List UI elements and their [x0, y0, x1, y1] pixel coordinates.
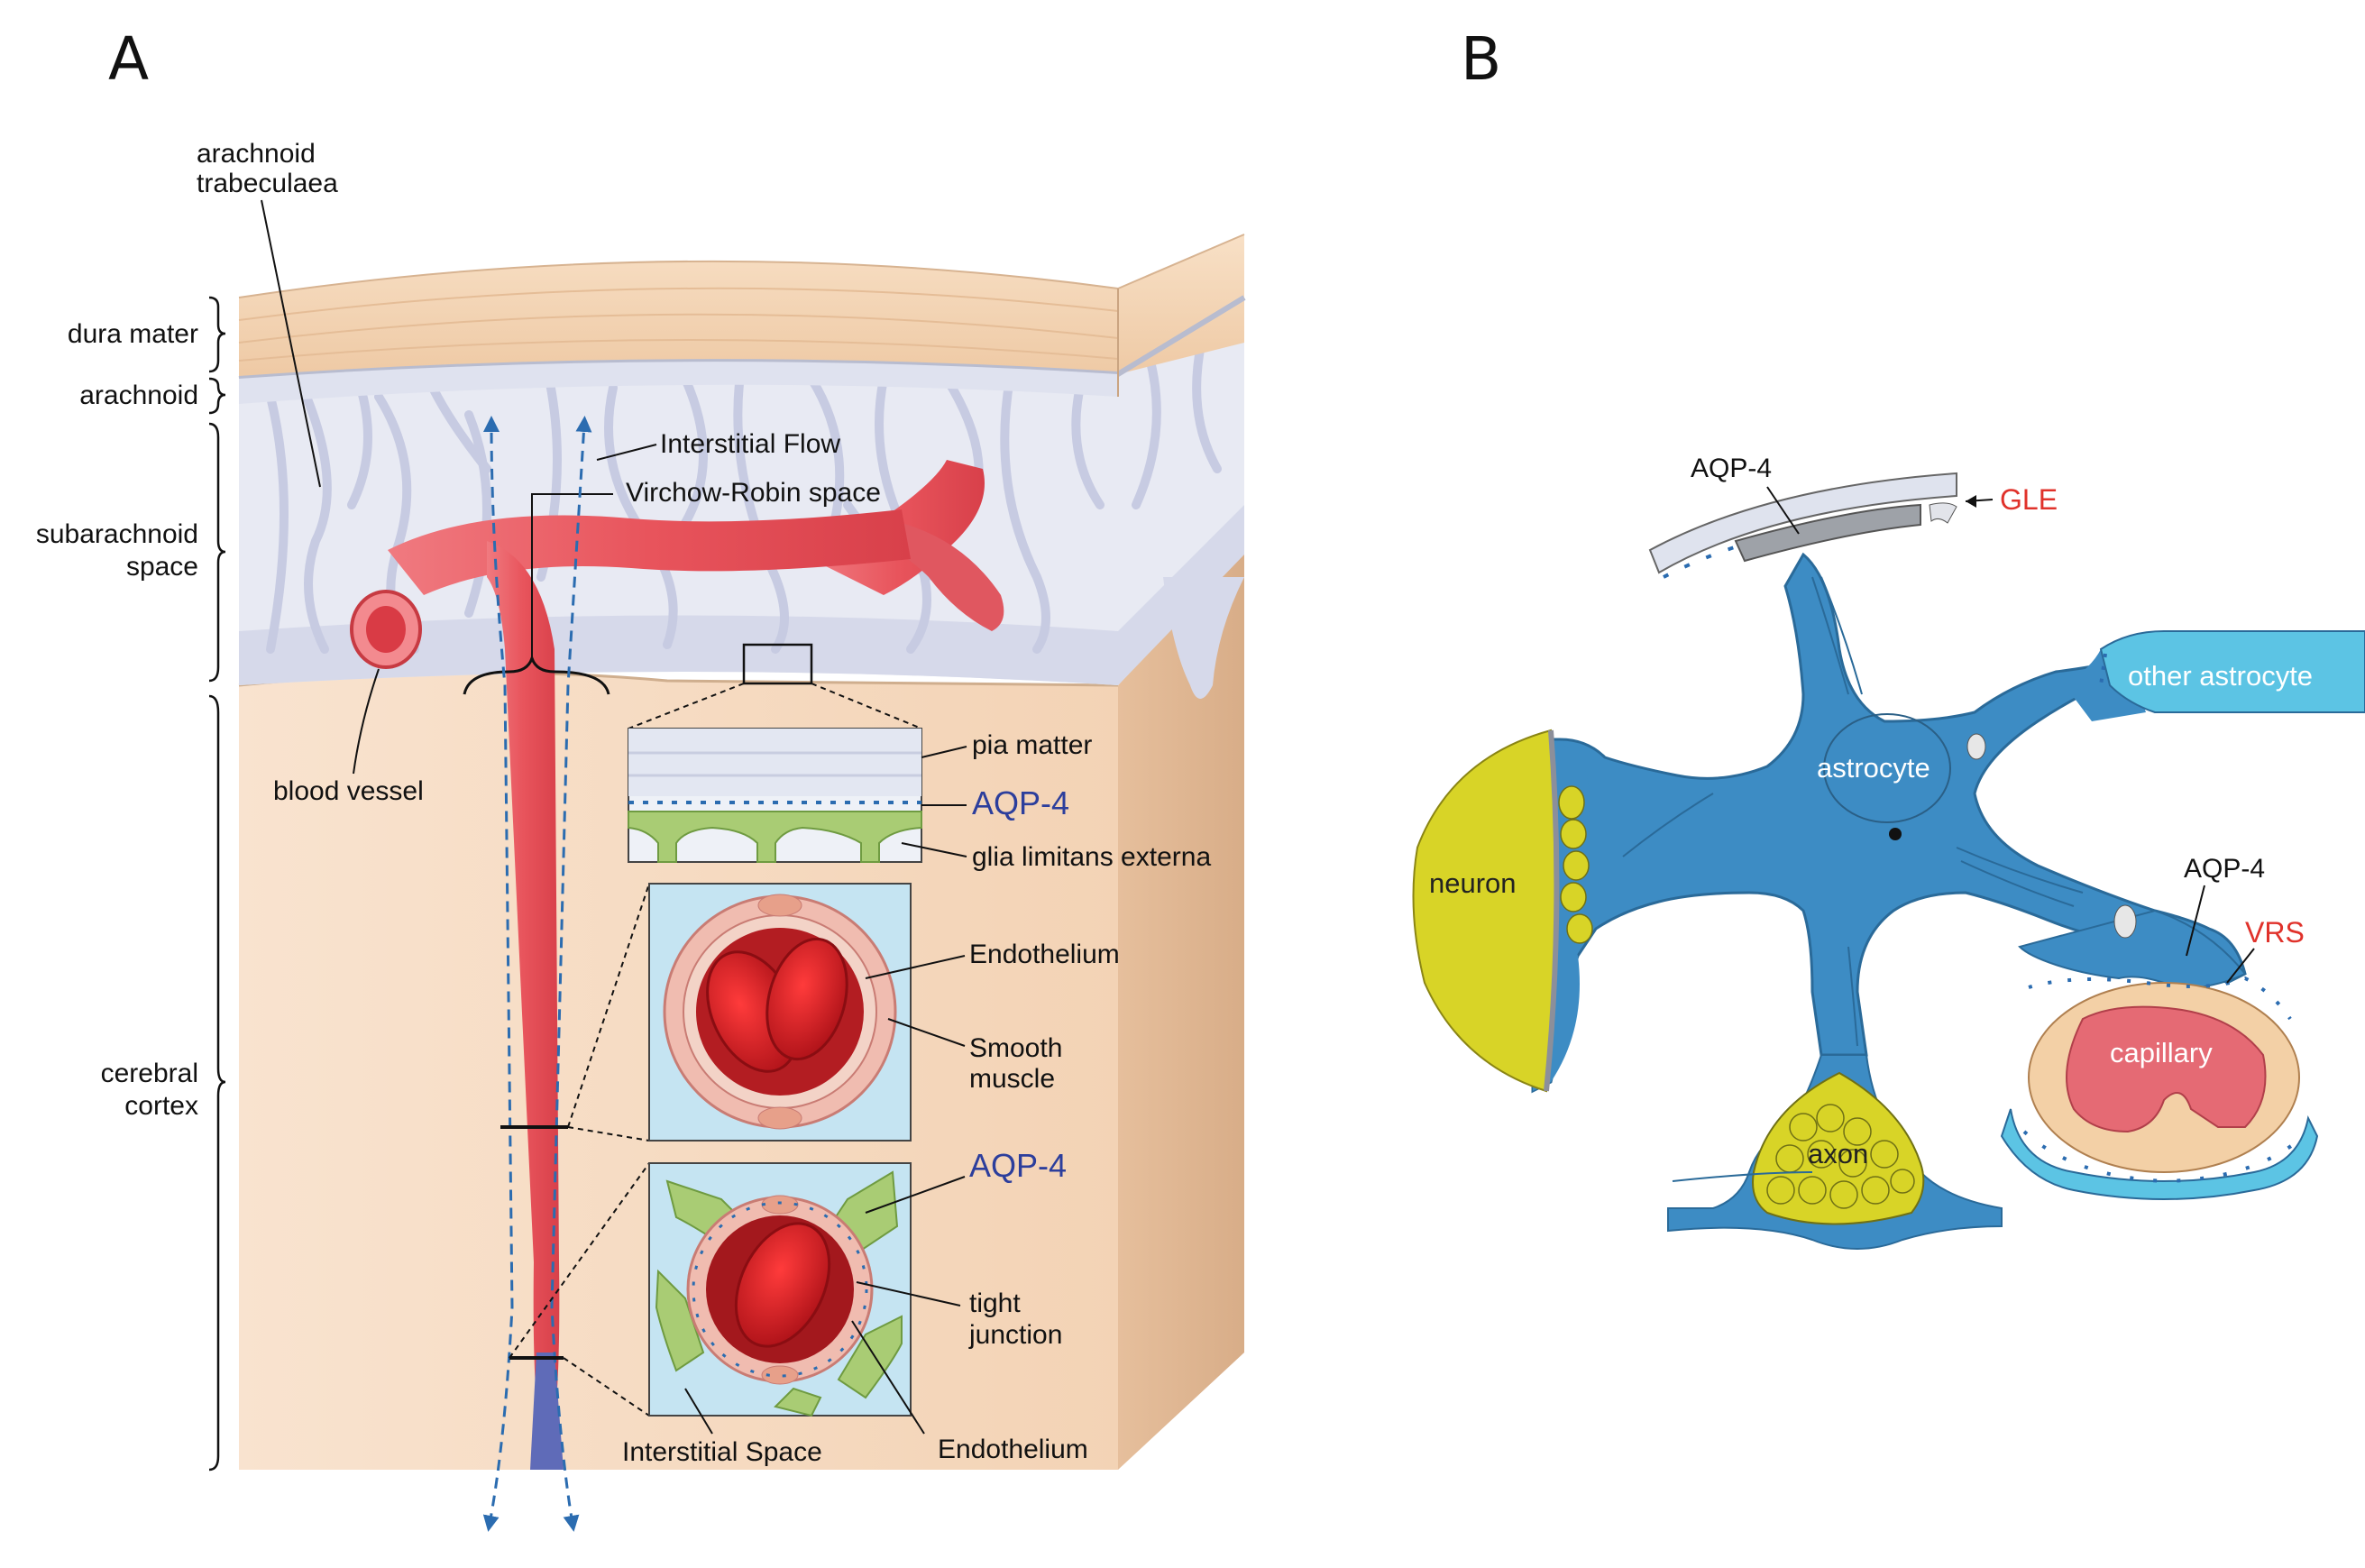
interstitial-space-label: Interstitial Space	[622, 1437, 822, 1467]
pia-matter-label: pia matter	[972, 730, 1092, 760]
gle-label: GLE	[2000, 483, 2058, 516]
dura-mater-layer	[238, 234, 1246, 404]
capillary-label: capillary	[2110, 1037, 2213, 1068]
aqp4-label-right: AQP-4	[2184, 854, 2265, 884]
blood-vessel-label: blood vessel	[273, 776, 424, 806]
interstitial-flow-leader	[596, 444, 657, 461]
panel-a: A	[36, 24, 1246, 1532]
vrs-leader	[2226, 948, 2255, 984]
blood-vessel	[350, 460, 1004, 1470]
subarachnoid-label-1: subarachnoid	[36, 519, 198, 549]
tight-junction-label-2: junction	[968, 1320, 1062, 1350]
tight-junction-label-1: tight	[969, 1288, 1021, 1318]
smooth-muscle-label-2: muscle	[969, 1064, 1055, 1094]
trabeculae-label-2: trabeculaea	[197, 169, 338, 198]
glia-limitans-label: glia limitans externa	[972, 842, 1211, 872]
cortex-label-2: cortex	[124, 1091, 198, 1121]
dura-mater-label: dura mater	[68, 319, 198, 349]
axon-bundle: axon	[1672, 1071, 1925, 1225]
panel-b-letter: B	[1461, 24, 1501, 94]
astrocyte-label: astrocyte	[1817, 752, 1930, 784]
cortex-label-1: cerebral	[101, 1059, 198, 1088]
interstitial-flow-arrows	[482, 416, 592, 1532]
layer-brackets	[208, 296, 226, 1472]
virchow-robin-label: Virchow-Robin space	[626, 478, 881, 508]
interstitial-flow-label: Interstitial Flow	[660, 429, 840, 459]
other-astrocyte: other astrocyte	[2099, 630, 2365, 713]
capillary-inset: AQP-4 tight junction Endothelium Interst…	[509, 1147, 1088, 1467]
smooth-muscle-label-1: Smooth	[969, 1033, 1062, 1063]
blood-vessel-leader	[353, 668, 380, 775]
pia-inset: pia matter AQP-4 glia limitans externa	[628, 643, 1211, 872]
endothelium-label-capillary: Endothelium	[938, 1435, 1088, 1464]
arachnoid-label: arachnoid	[79, 381, 198, 410]
neuron-cell: neuron	[1412, 729, 1593, 1093]
panel-a-letter: A	[108, 24, 149, 94]
artery-inset: Endothelium Smooth muscle	[500, 883, 1120, 1142]
endothelium-label-artery: Endothelium	[969, 940, 1120, 969]
subarachnoid-label-2: space	[126, 552, 198, 582]
other-astrocyte-label: other astrocyte	[2128, 660, 2313, 692]
trabeculae-label-1: arachnoid	[197, 139, 316, 169]
capillary-cell: capillary	[2000, 976, 2319, 1200]
trabeculae-leader	[261, 199, 321, 488]
aqp4-top-leader	[1766, 486, 1800, 535]
aqp4-label-top: AQP-4	[1691, 454, 1772, 483]
axon-label: axon	[1808, 1138, 1868, 1169]
gle-membrane	[1648, 472, 1957, 579]
aqp4-right-leader	[2186, 885, 2205, 957]
neuron-label: neuron	[1429, 867, 1517, 899]
layer-labels: dura mater arachnoid subarachnoid space …	[36, 319, 198, 1121]
panel-b: B	[1412, 24, 2365, 1250]
vrs-label: VRS	[2245, 916, 2305, 949]
aqp4-label-pia: AQP-4	[972, 784, 1069, 821]
aqp4-label-capillary: AQP-4	[969, 1147, 1067, 1184]
